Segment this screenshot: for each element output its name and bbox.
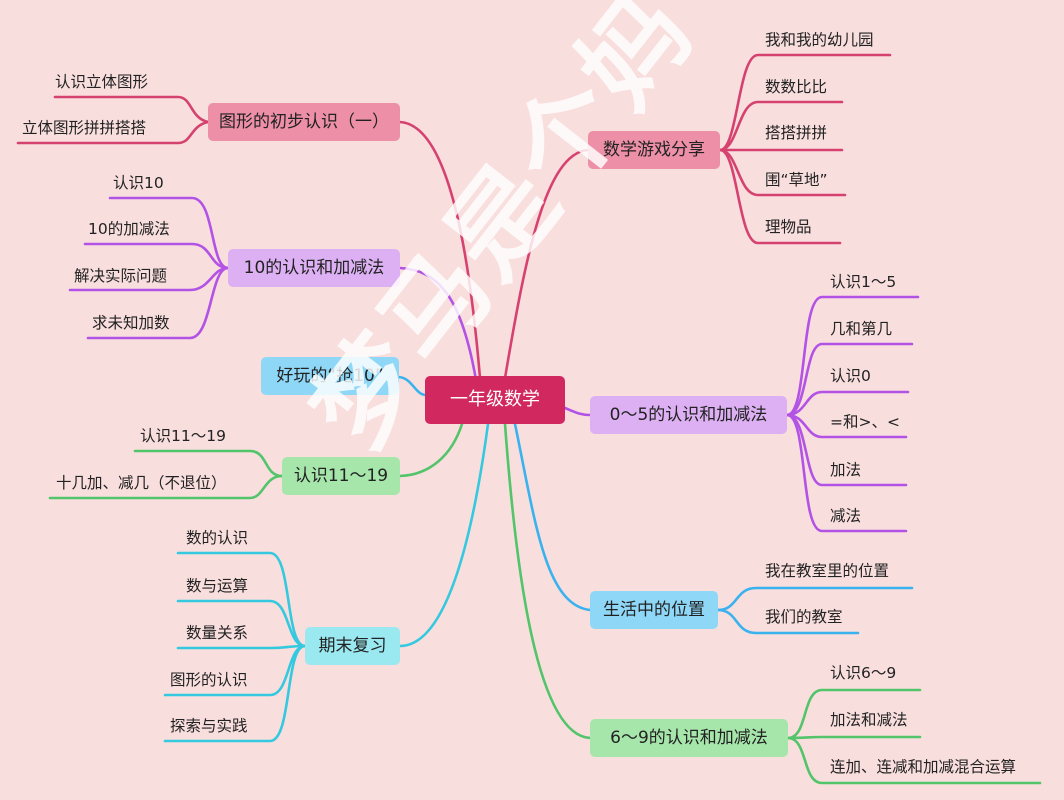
- leaf-know-10: 认识10: [113, 174, 164, 192]
- topic-shapes-intro[interactable]: 图形的初步认识（一）: [208, 103, 400, 141]
- leaf-quantity-relations: 数量关系: [186, 624, 249, 642]
- topic-zero-to-five[interactable]: 0～5的认识和加减法: [590, 396, 787, 434]
- leaf-subtraction: 减法: [830, 507, 862, 525]
- leaf-number-sense: 数的认识: [186, 529, 249, 547]
- topic-eleven-nineteen[interactable]: 认识11～19: [282, 457, 400, 495]
- leaf-know-solid-shapes: 认识立体图形: [55, 73, 149, 91]
- leaf-teen-add-sub: 十几加、减几（不退位）: [56, 474, 227, 492]
- root-node[interactable]: 一年级数学: [425, 376, 565, 424]
- leaf-fence-grass: 围“草地”: [765, 171, 828, 189]
- leaf-number-operations: 数与运算: [186, 577, 249, 595]
- leaf-sort-items: 理物品: [765, 218, 812, 236]
- topic-grab-10-game[interactable]: 好玩的“抢10”: [261, 357, 399, 395]
- leaf-our-classroom: 我们的教室: [765, 608, 843, 626]
- leaf-classroom-position: 我在教室里的位置: [765, 562, 890, 580]
- leaf-count-compare: 数数比比: [765, 78, 828, 96]
- leaf-how-many-which: 几和第几: [830, 320, 893, 338]
- topic-math-games[interactable]: 数学游戏分享: [588, 131, 720, 169]
- leaf-10-add-sub: 10的加减法: [88, 220, 170, 238]
- leaf-unknown-addend: 求未知加数: [92, 314, 170, 332]
- leaf-explore-practice: 探索与实践: [170, 717, 248, 735]
- leaf-me-and-kindergarten: 我和我的幼儿园: [765, 31, 874, 49]
- leaf-know-0: 认识0: [830, 367, 871, 385]
- topic-six-to-nine[interactable]: 6～9的认识和加减法: [590, 719, 788, 757]
- leaf-compare-signs: =和>、<: [830, 413, 900, 431]
- topic-position-in-life[interactable]: 生活中的位置: [590, 591, 718, 629]
- leaf-addition: 加法: [830, 461, 862, 479]
- leaf-shape-knowledge: 图形的认识: [170, 671, 248, 689]
- leaf-build-solid-shapes: 立体图形拼拼搭搭: [22, 119, 147, 137]
- leaf-add-and-sub: 加法和减法: [830, 711, 908, 729]
- topic-ten[interactable]: 10的认识和加减法: [228, 249, 400, 287]
- leaf-real-problems: 解决实际问题: [74, 267, 168, 285]
- leaf-mixed-operations: 连加、连减和加减混合运算: [830, 758, 1017, 776]
- topic-final-review[interactable]: 期末复习: [305, 627, 400, 665]
- leaf-build-stack: 搭搭拼拼: [765, 124, 828, 142]
- leaf-know-6-9: 认识6～9: [830, 664, 897, 682]
- leaf-know-1-5: 认识1～5: [830, 273, 897, 291]
- leaf-know-11-19: 认识11～19: [140, 427, 226, 445]
